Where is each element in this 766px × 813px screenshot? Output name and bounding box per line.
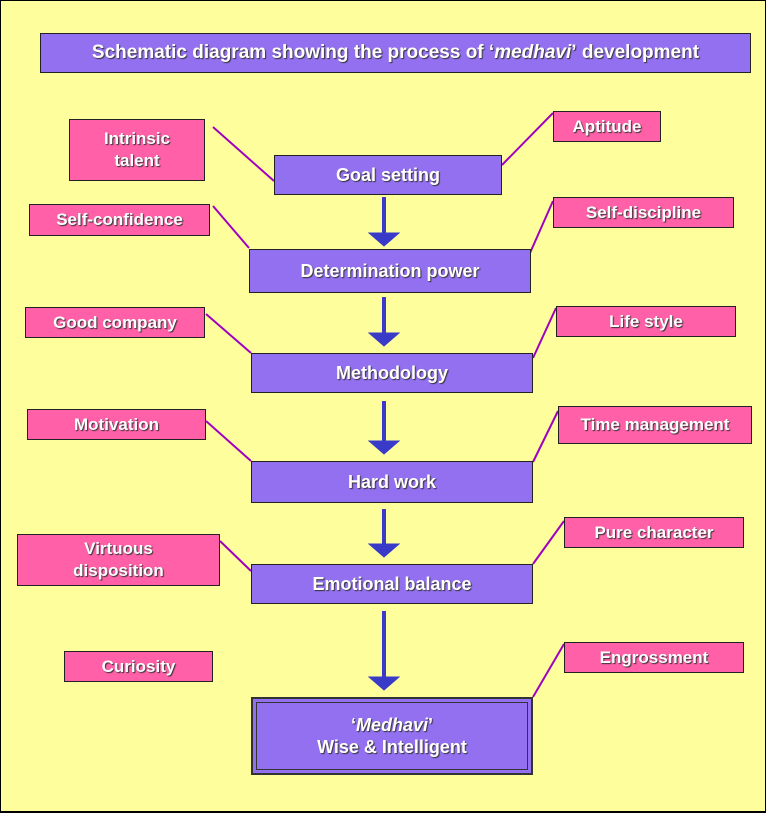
final-close-quote: ’ [428,715,434,735]
arrow-down-icon [367,509,401,558]
title-open-quote: ‘ [488,42,495,63]
factor-pure-character: Pure character [564,517,744,548]
stage-determination-power: Determination power [249,249,531,293]
factor-intrinsic-talent: Intrinsic talent [69,119,205,181]
factor-time-management: Time management [558,406,752,444]
stage-hard-work: Hard work [251,461,533,503]
factor-motivation: Motivation [27,409,206,440]
connector-line [532,410,559,463]
final-outcome-inner: ‘Medhavi’ Wise & Intelligent [256,702,528,770]
title-close-quote: ’ [571,42,577,63]
factor-curiosity: Curiosity [64,651,213,682]
stage-emotional-balance: Emotional balance [251,564,533,604]
final-outcome-box: ‘Medhavi’ Wise & Intelligent [251,697,533,775]
arrow-down-icon [367,611,401,691]
arrow-down-icon [367,197,401,247]
connector-line [212,126,275,182]
connector-line [219,540,252,572]
final-name: Medhavi [355,715,429,735]
connector-line [205,313,252,354]
factor-good-company: Good company [25,307,205,338]
factor-virtuous-disposition: Virtuous disposition [17,534,220,586]
factor-self-discipline: Self-discipline [553,197,734,228]
arrow-down-icon [367,297,401,347]
connector-line [529,200,554,254]
connector-line [205,420,252,462]
connector-line [212,205,250,249]
factor-life-style: Life style [556,306,736,337]
arrow-down-icon [367,401,401,455]
title-prefix: Schematic diagram showing the process of [91,42,489,63]
connector-line [532,520,565,565]
stage-methodology: Methodology [251,353,533,393]
title-suffix: development [576,42,700,63]
title-emphasis: medhavi [494,42,572,63]
final-open-quote: ‘ [350,715,356,735]
final-outcome-name: ‘Medhavi’ [351,714,433,736]
factor-aptitude: Aptitude [553,111,661,142]
factor-self-confidence: Self-confidence [29,204,210,236]
factor-engrossment: Engrossment [564,642,744,673]
connector-line [532,643,565,698]
stage-goal-setting: Goal setting [274,155,502,195]
diagram-title: Schematic diagram showing the process of… [40,33,751,73]
connector-line [532,307,557,359]
connector-line [501,112,554,166]
final-outcome-line2: Wise & Intelligent [317,737,467,757]
